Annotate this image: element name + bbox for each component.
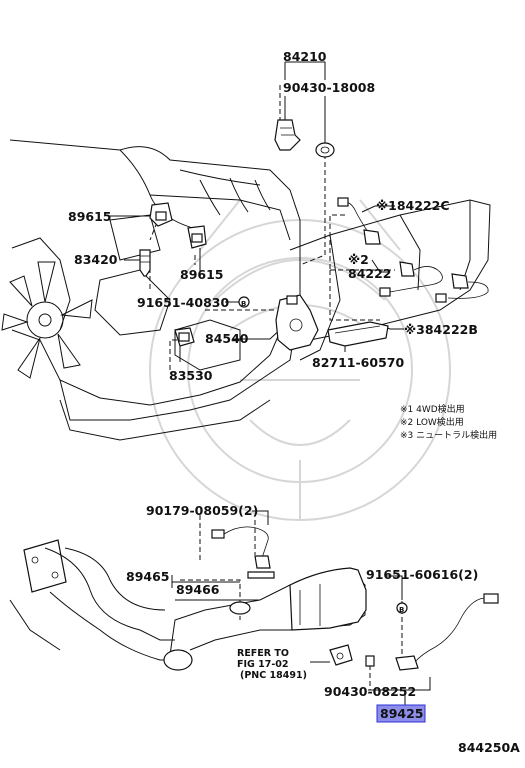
label-91651-60616: 91651-60616(2) bbox=[366, 567, 478, 582]
bolt-91651-40830: B bbox=[238, 296, 250, 308]
label-89425: 89425 bbox=[380, 706, 424, 721]
sensor-84540 bbox=[275, 294, 319, 351]
switch-89615-a bbox=[149, 202, 173, 227]
label-84210: 84210 bbox=[283, 49, 327, 64]
label-89465: 89465 bbox=[126, 569, 170, 584]
label-90430-18008: 90430-18008 bbox=[283, 80, 375, 95]
footnotes: ※1 4WD検出用 ※2 LOW検出用 ※3 ニュートラル検出用 bbox=[400, 403, 497, 441]
switch-83530 bbox=[174, 327, 195, 347]
bolt-badge-letter: B bbox=[241, 300, 246, 308]
switch-84210 bbox=[274, 119, 301, 151]
label-83420: 83420 bbox=[74, 252, 118, 267]
label-84222: 84222 bbox=[348, 266, 392, 281]
label-84222-mark: ※2 bbox=[348, 252, 369, 267]
label-84222b: ※384222B bbox=[404, 322, 478, 337]
bolt-badge-letter-2: B bbox=[399, 606, 404, 614]
oxygen-sensor-89425 bbox=[365, 593, 499, 671]
part-labels: 84210 90430-18008 ※184222C ※2 84222 ※384… bbox=[68, 49, 520, 755]
switch-89615-b bbox=[187, 225, 207, 249]
bolt-91651-60616: B bbox=[396, 602, 408, 614]
cooling-fan bbox=[1, 261, 93, 379]
diagram-code: 844250A bbox=[458, 740, 520, 755]
label-82711-60570: 82711-60570 bbox=[312, 355, 404, 370]
highlight-box-89425 bbox=[376, 704, 426, 723]
solid-leaders bbox=[108, 61, 431, 705]
exhaust-system-drawing bbox=[9, 539, 367, 671]
label-91651-40830: 91651-40830 bbox=[137, 295, 229, 310]
engine-block-drawing bbox=[1, 139, 491, 441]
bracket-82711-60570 bbox=[327, 321, 389, 347]
label-89615-a: 89615 bbox=[68, 209, 112, 224]
refer-line-2: FIG 17-02 bbox=[237, 659, 289, 670]
label-89466: 89466 bbox=[176, 582, 220, 597]
switch-84222c bbox=[337, 197, 381, 245]
switch-84222b bbox=[435, 273, 489, 303]
label-84222c: ※184222C bbox=[376, 198, 450, 213]
label-90179-08059: 90179-08059(2) bbox=[146, 503, 258, 518]
label-90430-08252: 90430-08252 bbox=[324, 684, 416, 699]
sender-83420 bbox=[139, 249, 151, 277]
label-89615-b: 89615 bbox=[180, 267, 224, 282]
note-3: ※3 ニュートラル検出用 bbox=[400, 429, 497, 441]
note-1: ※1 4WD検出用 bbox=[400, 403, 465, 415]
label-84540: 84540 bbox=[205, 331, 249, 346]
switch-84222 bbox=[379, 261, 443, 297]
refer-line-3: (PNC 18491) bbox=[240, 670, 307, 681]
gasket-90430-18008 bbox=[315, 142, 335, 158]
refer-line-1: REFER TO bbox=[237, 648, 289, 659]
oxygen-sensor-89465 bbox=[211, 526, 275, 579]
label-83530: 83530 bbox=[169, 368, 213, 383]
note-2: ※2 LOW検出用 bbox=[400, 416, 464, 428]
